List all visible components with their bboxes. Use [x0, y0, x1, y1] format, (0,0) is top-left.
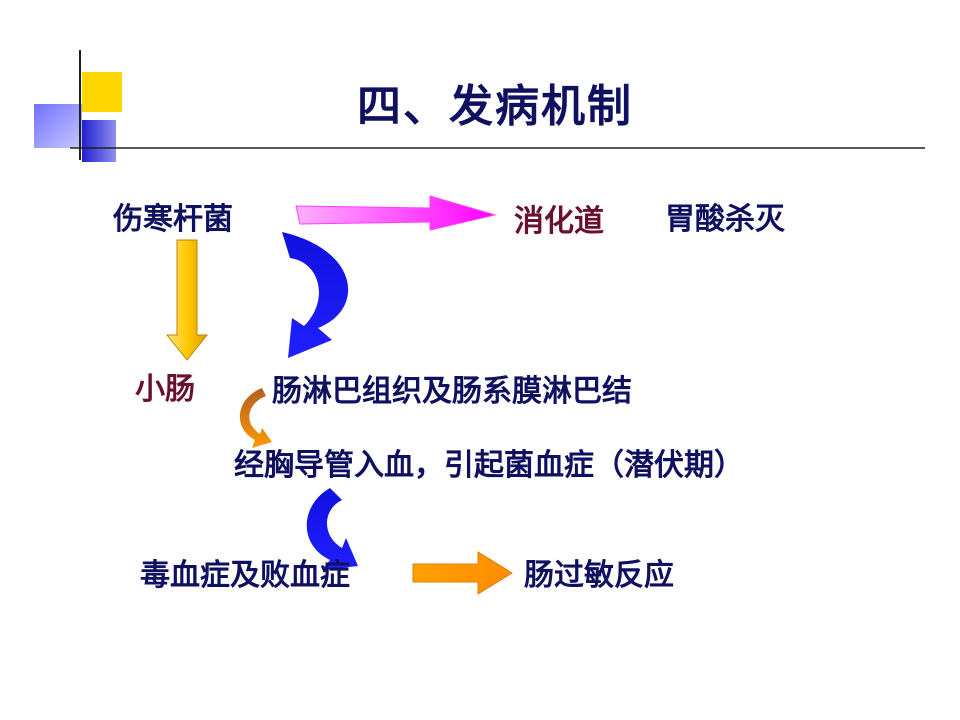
node-small-intestine: 小肠	[135, 372, 195, 407]
node-digestive-tract: 消化道	[514, 204, 604, 239]
arrow-bacteria-to-small-intestine	[165, 239, 209, 361]
decor-blue-square	[34, 104, 82, 148]
arrow-bacteria-to-digestive	[295, 195, 497, 231]
node-gastric-acid: 胃酸杀灭	[665, 202, 785, 237]
arrow-curve-to-lymph	[282, 232, 349, 358]
decor-blue-small-square	[82, 120, 116, 162]
node-toxemia: 毒血症及败血症	[140, 558, 350, 593]
arrow-toxemia-to-hypersensitivity	[412, 551, 513, 595]
arrow-curve-to-toxemia	[306, 488, 358, 570]
arrow-curve-to-bloodstream	[239, 388, 272, 448]
node-hypersensitivity: 肠过敏反应	[524, 558, 674, 593]
slide-title: 四、发病机制	[357, 81, 633, 132]
decor-yellow-square	[82, 72, 122, 112]
node-lymph-tissue: 肠淋巴组织及肠系膜淋巴结	[272, 374, 632, 409]
node-bacteria: 伤寒杆菌	[113, 202, 233, 237]
node-bloodstream: 经胸导管入血，引起菌血症（潜伏期）	[234, 448, 744, 483]
